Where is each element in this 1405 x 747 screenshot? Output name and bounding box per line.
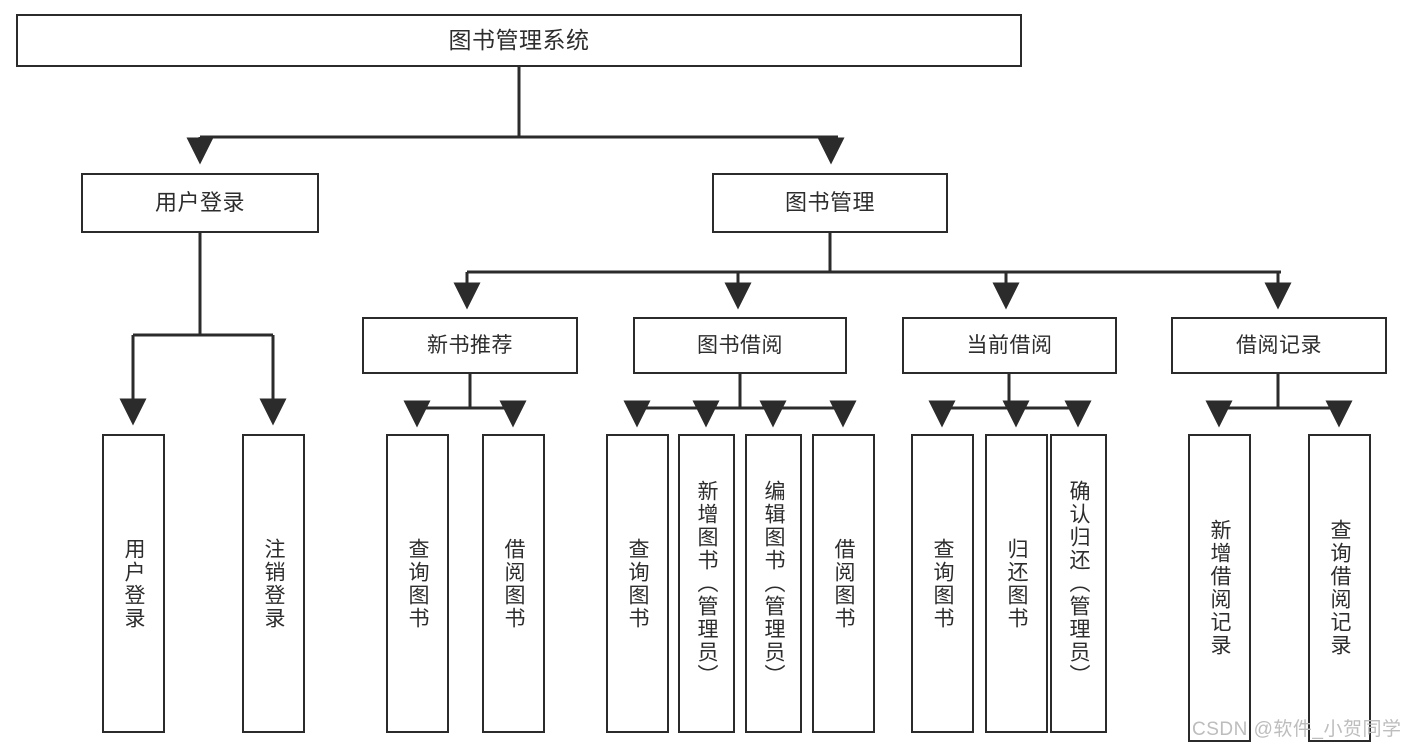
node-book-manage-label: 图书管理	[784, 189, 875, 215]
node-leaf-query-book-3[interactable]: 查询图书	[911, 434, 974, 733]
node-leaf-add-book[interactable]: 新增图书（管理员）	[678, 434, 735, 733]
node-leaf-query-record-label: 查询借阅记录	[1328, 519, 1351, 657]
node-leaf-borrow-book-2[interactable]: 借阅图书	[812, 434, 875, 733]
node-book-borrow[interactable]: 图书借阅	[633, 317, 847, 374]
node-leaf-user-login-label: 用户登录	[122, 537, 145, 630]
node-leaf-borrow-book-1-label: 借阅图书	[502, 537, 525, 630]
node-leaf-edit-book[interactable]: 编辑图书（管理员）	[745, 434, 802, 733]
node-current-borrow-label: 当前借阅	[966, 333, 1053, 357]
node-user-login[interactable]: 用户登录	[81, 173, 319, 233]
node-new-book-rec[interactable]: 新书推荐	[362, 317, 578, 374]
node-leaf-edit-book-label: 编辑图书（管理员）	[762, 480, 785, 687]
node-leaf-logout-label: 注销登录	[262, 537, 285, 630]
node-root[interactable]: 图书管理系统	[16, 14, 1022, 67]
node-leaf-confirm-return[interactable]: 确认归还（管理员）	[1050, 434, 1107, 733]
node-leaf-query-record[interactable]: 查询借阅记录	[1308, 434, 1371, 742]
node-leaf-return-book-label: 归还图书	[1005, 537, 1028, 630]
node-leaf-add-record-label: 新增借阅记录	[1208, 519, 1231, 657]
node-leaf-query-book-3-label: 查询图书	[931, 537, 954, 630]
node-leaf-borrow-book-1[interactable]: 借阅图书	[482, 434, 545, 733]
node-leaf-query-book-2[interactable]: 查询图书	[606, 434, 669, 733]
watermark: CSDN @软件_小贺同学	[1192, 719, 1402, 740]
node-current-borrow[interactable]: 当前借阅	[902, 317, 1117, 374]
node-borrow-record-label: 借阅记录	[1236, 333, 1322, 357]
node-borrow-record[interactable]: 借阅记录	[1171, 317, 1387, 374]
node-root-label: 图书管理系统	[448, 26, 590, 53]
node-leaf-add-record[interactable]: 新增借阅记录	[1188, 434, 1251, 742]
node-leaf-confirm-return-label: 确认归还（管理员）	[1067, 480, 1090, 687]
node-leaf-query-book-1[interactable]: 查询图书	[386, 434, 449, 733]
node-book-manage[interactable]: 图书管理	[712, 173, 948, 233]
node-book-borrow-label: 图书借阅	[697, 333, 783, 357]
node-leaf-add-book-label: 新增图书（管理员）	[695, 480, 718, 687]
node-leaf-query-book-1-label: 查询图书	[406, 537, 429, 630]
node-leaf-user-login[interactable]: 用户登录	[102, 434, 165, 733]
node-leaf-borrow-book-2-label: 借阅图书	[832, 537, 855, 630]
node-leaf-return-book[interactable]: 归还图书	[985, 434, 1048, 733]
node-user-login-label: 用户登录	[154, 189, 245, 215]
node-new-book-rec-label: 新书推荐	[427, 333, 513, 357]
node-leaf-query-book-2-label: 查询图书	[626, 537, 649, 630]
node-leaf-logout[interactable]: 注销登录	[242, 434, 305, 733]
